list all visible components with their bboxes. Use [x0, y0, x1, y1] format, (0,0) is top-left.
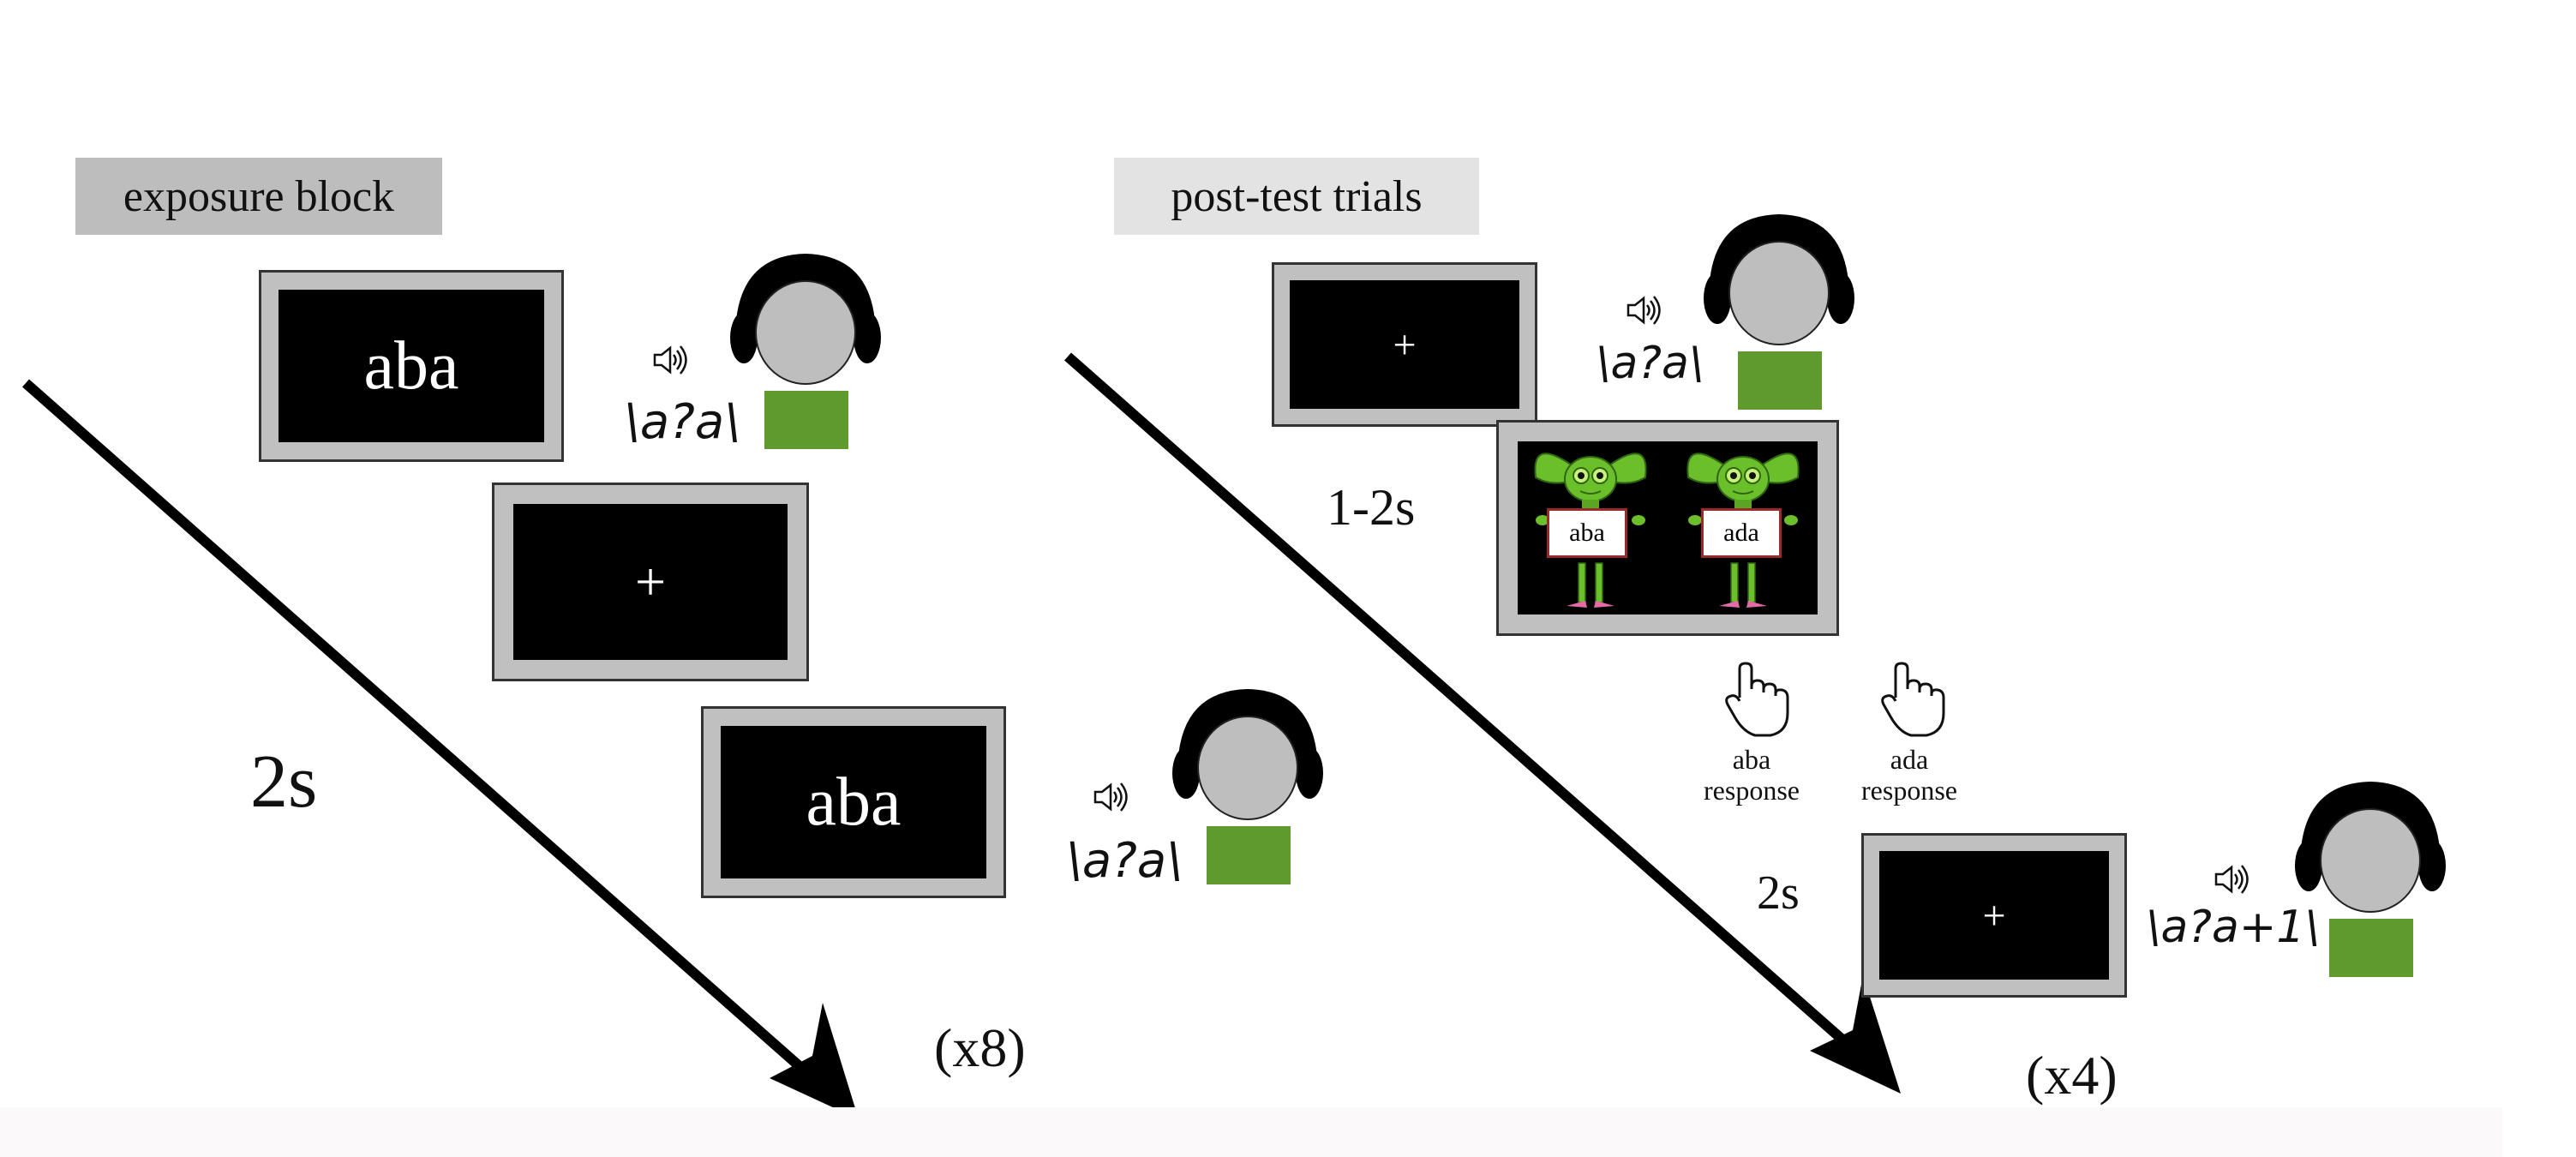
pointing-hand-icon [1881, 662, 1945, 737]
isi-label: 1-2s [1327, 479, 1416, 536]
exposure-block-label: exposure block [75, 158, 442, 235]
choice-sign-left: aba [1547, 508, 1627, 558]
speaker-icon [1626, 295, 1661, 326]
response-caption: response [1861, 775, 1957, 806]
repeat-count: (x8) [934, 1017, 1026, 1078]
fixation-cross: + [1290, 280, 1519, 409]
choice-sign-right: ada [1701, 508, 1782, 558]
audio-label: \a?a\ [624, 394, 741, 450]
fixation-cross: + [513, 504, 788, 660]
speaker-icon [1093, 782, 1128, 812]
pointing-hand-icon [1725, 662, 1789, 737]
posttest-block-label: post-test trials [1114, 158, 1479, 235]
stimulus-word: aba [279, 290, 544, 442]
repeat-count: (x4) [2026, 1045, 2118, 1106]
stimulus-word: aba [721, 726, 986, 878]
exposure-screen-fixation: + [492, 483, 809, 681]
posttest-screen-choice: aba ada [1496, 420, 1839, 636]
response-word: aba [1732, 744, 1771, 775]
posttest-screen-fixation: + [1272, 262, 1537, 427]
time-arrow-icon [1064, 352, 1901, 1094]
response-label-left: aba response [1700, 744, 1803, 806]
duration-label: 2s [250, 740, 318, 824]
audio-label: \a?a\ [1596, 338, 1704, 389]
response-word: ada [1890, 744, 1929, 775]
speaker-icon [2214, 864, 2249, 895]
audio-label: \a?a\ [1066, 833, 1183, 889]
audio-label: \a?a+1\ [2146, 902, 2321, 953]
listener-icon [1703, 213, 1855, 411]
time-arrow-icon [22, 379, 859, 1119]
speaker-icon [653, 345, 687, 375]
choice-panel: aba ada [1518, 441, 1818, 614]
fixation-cross: + [1879, 851, 2109, 980]
posttest-screen-feedback: + [1861, 833, 2127, 998]
feedback-delay-label: 2s [1757, 866, 1800, 920]
listener-icon [729, 253, 882, 450]
listener-icon [1171, 688, 1324, 885]
response-caption: response [1704, 775, 1800, 806]
exposure-screen-1: aba [259, 270, 564, 462]
exposure-screen-2: aba [701, 706, 1006, 898]
bottom-strip [0, 1107, 2502, 1157]
response-label-right: ada response [1858, 744, 1961, 806]
